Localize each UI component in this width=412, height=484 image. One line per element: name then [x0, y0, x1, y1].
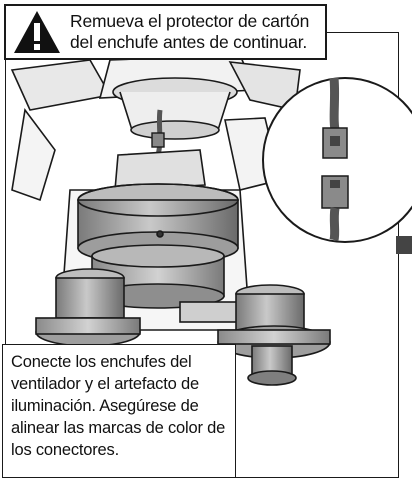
- warning-line-1: Remueva el protector de cartón: [70, 11, 310, 31]
- warning-triangle-icon: [14, 11, 60, 53]
- warning-line-2: del enchufe antes de continuar.: [70, 32, 308, 52]
- blade-arms: [35, 268, 331, 386]
- step-arrow-marker: [396, 236, 412, 254]
- warning-banner: Remueva el protector de cartón del enchu…: [4, 4, 327, 60]
- instruction-caption: Conecte los enchufes del ventilador y el…: [2, 344, 236, 478]
- connector-zoom-callout: [262, 77, 412, 243]
- instruction-text: Conecte los enchufes del ventilador y el…: [11, 353, 226, 459]
- warning-text: Remueva el protector de cartón del enchu…: [70, 11, 309, 53]
